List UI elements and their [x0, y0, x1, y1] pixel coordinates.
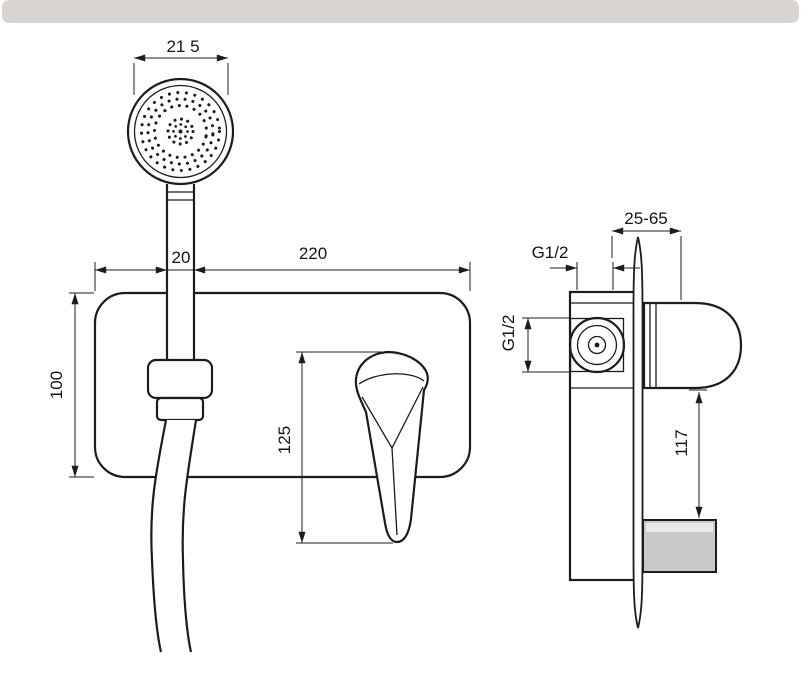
spray-ring-3	[152, 103, 209, 160]
handle-body	[167, 180, 194, 362]
dim-lever-length-label: 125	[275, 426, 294, 454]
inlet-outer-circle	[568, 316, 626, 374]
wall-bracket	[146, 358, 214, 400]
dim-depth-range-label: 25-65	[624, 209, 667, 228]
dim-thread-side-label: G1/2	[499, 315, 518, 352]
lever-facet-top	[358, 373, 425, 385]
front-view: 21 5 220 20 100 125	[47, 37, 472, 653]
dim-thread-top-label: G1/2	[532, 243, 569, 262]
inlet-port	[568, 316, 626, 374]
window-top-bar	[2, 0, 799, 23]
inlet-mid-circle	[576, 324, 618, 366]
spray-ring-4	[166, 117, 195, 146]
side-dimensions: 25-65 G1/2 G1/2 117	[499, 209, 707, 518]
spray-ring-2	[146, 97, 215, 166]
valve-body	[568, 290, 638, 582]
trim-outline	[642, 301, 743, 390]
lever-facet-crease	[391, 447, 398, 536]
hose-line-left	[150, 419, 168, 653]
spray-center-dot	[178, 129, 183, 134]
spray-ring-5	[172, 123, 189, 140]
inlet-inner-circle	[587, 335, 607, 355]
dim-plate-width-label: 220	[299, 244, 327, 263]
hose-connector	[155, 396, 205, 422]
head-inner-rim	[133, 84, 228, 179]
inlet-center-dot	[594, 342, 600, 348]
front-dimensions: 21 5 220 20 100 125	[47, 37, 471, 544]
spout-highlight	[646, 523, 713, 532]
hose-body	[151, 420, 196, 652]
spray-ring-1	[139, 90, 222, 173]
dim-plate-height-label: 100	[47, 371, 66, 399]
shower-head	[126, 77, 235, 186]
mixer-lever	[354, 350, 429, 544]
trim-cap	[642, 301, 743, 390]
dim-port-spacing-label: 117	[672, 429, 691, 456]
dim-head-width-label: 21 5	[166, 37, 199, 56]
hose-line-right	[181, 419, 198, 653]
wall-plate	[632, 236, 644, 629]
side-view: 25-65 G1/2 G1/2 117	[499, 209, 743, 629]
shower-hose	[150, 419, 198, 653]
dim-handle-width-label: 20	[172, 248, 191, 267]
spout-block	[642, 519, 717, 573]
